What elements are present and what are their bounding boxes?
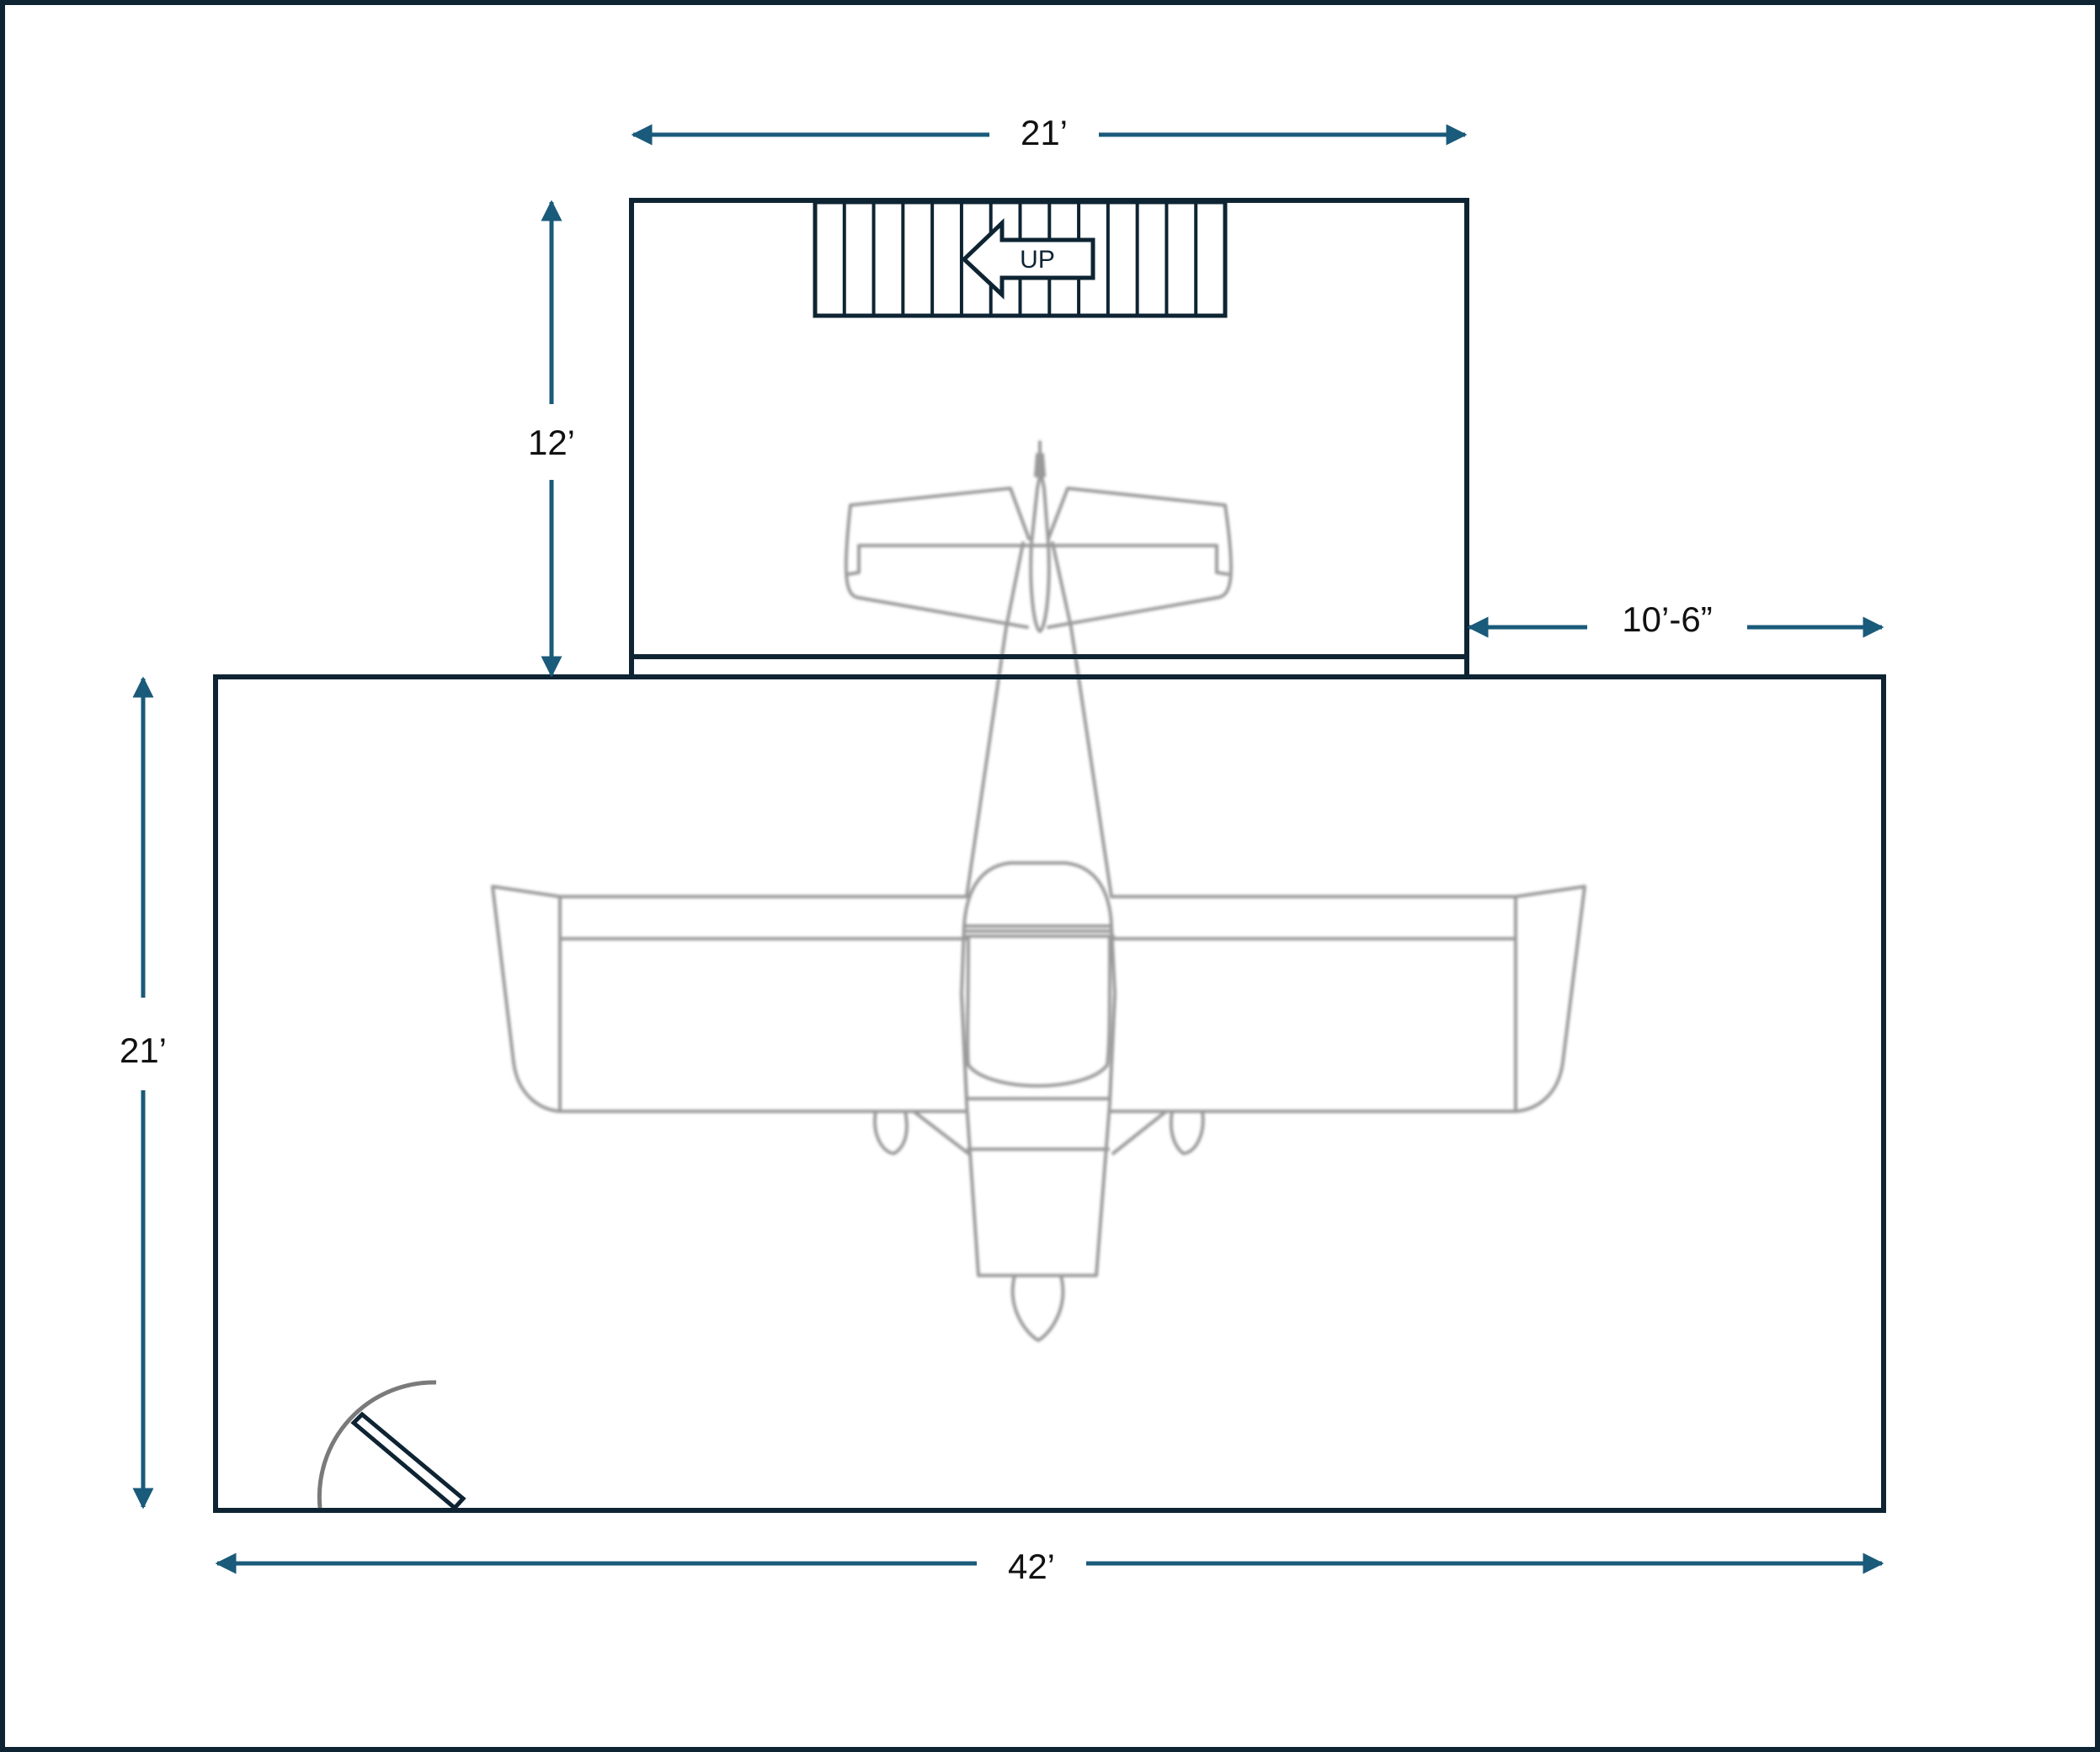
label-hangar-width: 42’ xyxy=(1008,1547,1055,1586)
stair-treads xyxy=(842,204,1198,314)
dimension-labels: 21’ 12’ 10’-6” 21’ 42’ xyxy=(120,113,1713,1586)
label-annex-depth: 12’ xyxy=(528,423,575,462)
door-leaf xyxy=(350,1411,466,1511)
label-hangar-depth: 21’ xyxy=(120,1030,167,1070)
door-swing-icon xyxy=(317,1380,466,1511)
hangar-walls xyxy=(213,674,1886,1513)
door-swing-arc xyxy=(317,1380,437,1509)
label-annex-width: 21’ xyxy=(1021,113,1068,152)
stair-outline xyxy=(813,200,1228,318)
dimension-lines xyxy=(132,124,1884,1574)
stair-up-arrow-icon xyxy=(961,218,1095,300)
stair-direction-label: UP xyxy=(1020,246,1055,274)
airplane-top-view-icon xyxy=(491,440,1586,1342)
staircase: UP xyxy=(813,200,1228,318)
walls xyxy=(213,198,1886,1513)
label-annex-offset: 10’-6” xyxy=(1622,599,1712,639)
